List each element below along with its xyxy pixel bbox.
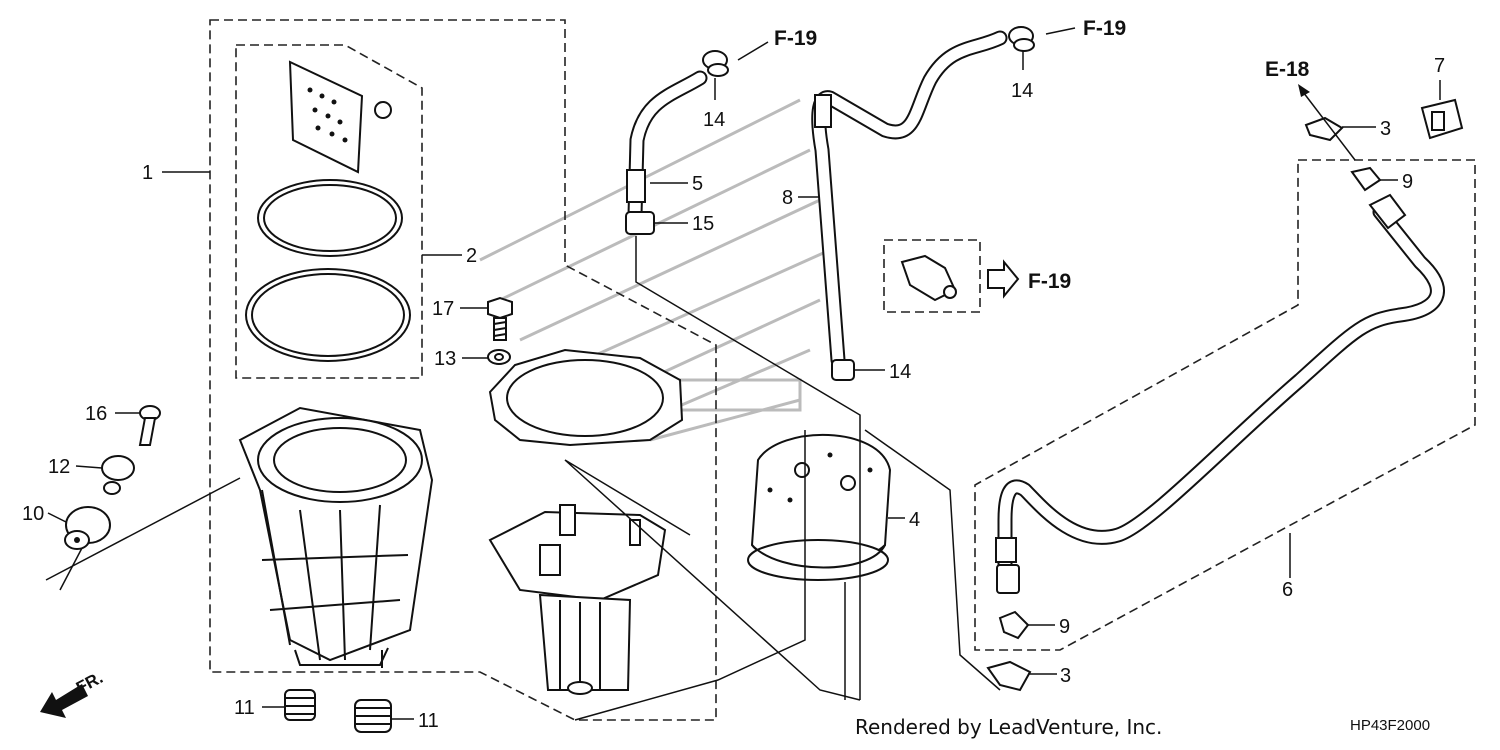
callout-4: 4 — [909, 509, 920, 531]
diagram-code: HP43F2000 — [1350, 717, 1430, 734]
callout-9a: 9 — [1402, 171, 1413, 193]
f19-arrow — [987, 259, 1020, 299]
o-ring-upper — [257, 179, 403, 257]
leader-lines — [45, 27, 1441, 721]
o-ring-lower-inner — [251, 273, 405, 357]
clamp-14-c — [831, 359, 855, 381]
f19-inset-outline — [883, 239, 981, 313]
callout-16: 16 — [85, 403, 107, 425]
o-ring-lower — [245, 268, 411, 362]
cushion-11-b — [354, 699, 392, 733]
reference-labels: F-19 F-19 F-19 E-18 — [774, 17, 1310, 293]
front-direction-arrow — [40, 684, 88, 718]
pump-filter-body — [238, 406, 434, 668]
fuel-pipe-6 — [995, 193, 1445, 594]
callout-labels: 1 2 3 3 4 5 6 7 8 9 9 10 11 11 12 13 14 … — [22, 55, 1445, 732]
washer-13 — [487, 349, 511, 365]
clamp-15 — [625, 211, 655, 235]
mount-rubber-10 — [64, 506, 111, 550]
callout-7: 7 — [1434, 55, 1445, 77]
o-ring-upper-inner — [263, 184, 397, 252]
clamp-14-b — [1008, 26, 1035, 52]
credit-text: Rendered by LeadVenture, Inc. — [855, 715, 1162, 739]
set-plate-gasket — [488, 348, 684, 447]
ref-f19-a: F-19 — [774, 27, 817, 50]
callout-6: 6 — [1282, 579, 1293, 601]
ref-f19-c: F-19 — [1028, 270, 1071, 293]
callout-17: 17 — [432, 298, 454, 320]
canister-4 — [747, 434, 892, 581]
fuel-pump-unit — [488, 504, 667, 695]
clip-9-b — [998, 610, 1030, 640]
callout-14a: 14 — [703, 109, 725, 131]
clip-3-b — [986, 660, 1032, 692]
callout-8: 8 — [782, 187, 793, 209]
callout-3a: 3 — [1380, 118, 1391, 140]
callout-14c: 14 — [889, 361, 911, 383]
grommet-7 — [1420, 98, 1464, 140]
callout-13: 13 — [434, 348, 456, 370]
callout-9b: 9 — [1059, 616, 1070, 638]
callout-14b: 14 — [1011, 80, 1033, 102]
callout-2: 2 — [466, 245, 477, 267]
callout-11b: 11 — [418, 710, 439, 732]
collar-12 — [101, 455, 135, 495]
hose-8 — [811, 30, 1008, 368]
callout-10: 10 — [22, 503, 44, 525]
callout-5: 5 — [692, 173, 703, 195]
callout-11a: 11 — [234, 697, 255, 719]
callout-15: 15 — [692, 213, 714, 235]
ref-e18: E-18 — [1265, 58, 1310, 81]
bolt-17 — [487, 296, 513, 341]
hose-5 — [626, 70, 708, 223]
inset-clamp — [900, 254, 957, 302]
clamp-14-a — [702, 50, 729, 77]
assembly-1-outline — [209, 19, 717, 721]
callout-12: 12 — [48, 456, 70, 478]
bolt-16 — [138, 405, 161, 446]
gasket-sheet — [288, 60, 392, 174]
washer-13-hole — [494, 353, 504, 361]
ref-f19-b: F-19 — [1083, 17, 1126, 40]
e18-arrow-head — [1298, 84, 1310, 97]
assembly-6-outline — [974, 159, 1476, 651]
cushion-11-a — [284, 689, 316, 721]
clip-9-a — [1350, 166, 1382, 192]
callout-3b: 3 — [1060, 665, 1071, 687]
callout-1: 1 — [142, 162, 153, 184]
